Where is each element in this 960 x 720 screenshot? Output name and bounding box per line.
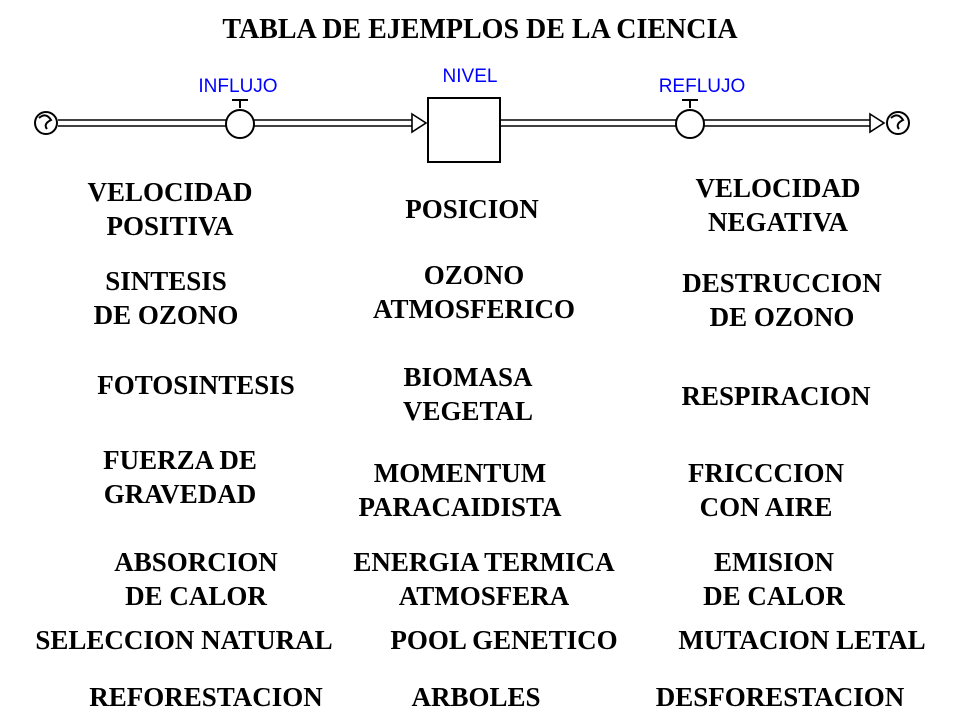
example-outflow-line: DE OZONO [709,302,855,332]
example-outflow-line: VELOCIDAD [695,173,861,203]
example-outflow-line: NEGATIVA [707,207,849,237]
example-inflow-line: DE CALOR [125,581,267,611]
example-stock-7: ARBOLES [411,680,540,714]
example-outflow-line: DE CALOR [703,581,845,611]
example-outflow-6: MUTACION LETAL [678,623,925,657]
example-inflow-line: GRAVEDAD [103,479,257,509]
inflow-arrow-icon [411,112,428,134]
example-stock-1: POSICION [405,192,539,226]
example-inflow-line: VELOCIDAD [87,177,253,207]
example-outflow-line: MUTACION LETAL [678,625,926,655]
example-stock-line: ATMOSFERICO [372,294,576,324]
example-outflow-line: RESPIRACION [681,381,871,411]
example-inflow-1: VELOCIDAD POSITIVA [87,175,252,243]
example-stock-line: ENERGIA TERMICA [353,547,615,577]
example-stock-4: MOMENTUM PARACAIDISTA [358,456,561,524]
example-stock-3: BIOMASA VEGETAL [403,360,533,428]
example-outflow-5: EMISION DE CALOR [703,545,845,613]
outflow-arrow-icon [869,112,886,134]
outflow-label: REFLUJO [659,76,746,97]
example-inflow-line: SELECCION NATURAL [35,625,333,655]
stock-flow-diagram: INFLUJO NIVEL REFLUJO [34,66,910,163]
page-title: TABLA DE EJEMPLOS DE LA CIENCIA [222,14,738,45]
example-outflow-line: EMISION [713,547,835,577]
example-inflow-line: DE OZONO [93,300,239,330]
example-inflow-3: FOTOSINTESIS [97,368,295,402]
example-outflow-2: DESTRUCCION DE OZONO [682,266,882,334]
example-stock-line: BIOMASA [403,362,533,392]
sink-cloud-icon [886,111,910,135]
example-outflow-line: DESTRUCCION [682,268,882,298]
example-outflow-3: RESPIRACION [681,379,870,413]
outflow-valve-icon [675,99,705,139]
example-stock-line: POSICION [405,194,539,224]
example-inflow-line: POSITIVA [106,211,234,241]
example-outflow-7: DESFORESTACION [656,680,905,714]
example-inflow-4: FUERZA DE GRAVEDAD [103,443,257,511]
example-stock-line: ATMOSFERA [398,581,570,611]
example-stock-line: PARACAIDISTA [358,492,562,522]
example-stock-2: OZONO ATMOSFERICO [373,258,575,326]
example-outflow-line: FRICCCION [687,458,845,488]
example-inflow-line: REFORESTACION [89,682,323,712]
example-outflow-4: FRICCCION CON AIRE [688,456,844,524]
example-stock-line: POOL GENETICO [390,625,618,655]
example-outflow-1: VELOCIDAD NEGATIVA [695,171,860,239]
example-inflow-7: REFORESTACION [89,680,323,714]
example-stock-6: POOL GENETICO [390,623,617,657]
example-inflow-line: FOTOSINTESIS [97,370,295,400]
example-inflow-line: ABSORCION [114,547,278,577]
example-outflow-line: CON AIRE [699,492,833,522]
example-outflow-line: DESFORESTACION [655,682,905,712]
inflow-label: INFLUJO [198,76,277,97]
example-inflow-6: SELECCION NATURAL [35,623,332,657]
example-inflow-line: FUERZA DE [103,445,257,475]
inflow-valve-icon [225,99,255,139]
stock-label: NIVEL [443,66,498,87]
source-cloud-icon [34,111,58,135]
example-stock-line: MOMENTUM [373,458,547,488]
example-stock-line: VEGETAL [402,396,534,426]
example-inflow-2: SINTESIS DE OZONO [94,264,239,332]
stock-box [427,97,501,163]
example-stock-5: ENERGIA TERMICA ATMOSFERA [353,545,614,613]
example-stock-line: OZONO [423,260,525,290]
example-inflow-5: ABSORCION DE CALOR [114,545,278,613]
example-stock-line: ARBOLES [411,682,541,712]
example-inflow-line: SINTESIS [105,266,227,296]
